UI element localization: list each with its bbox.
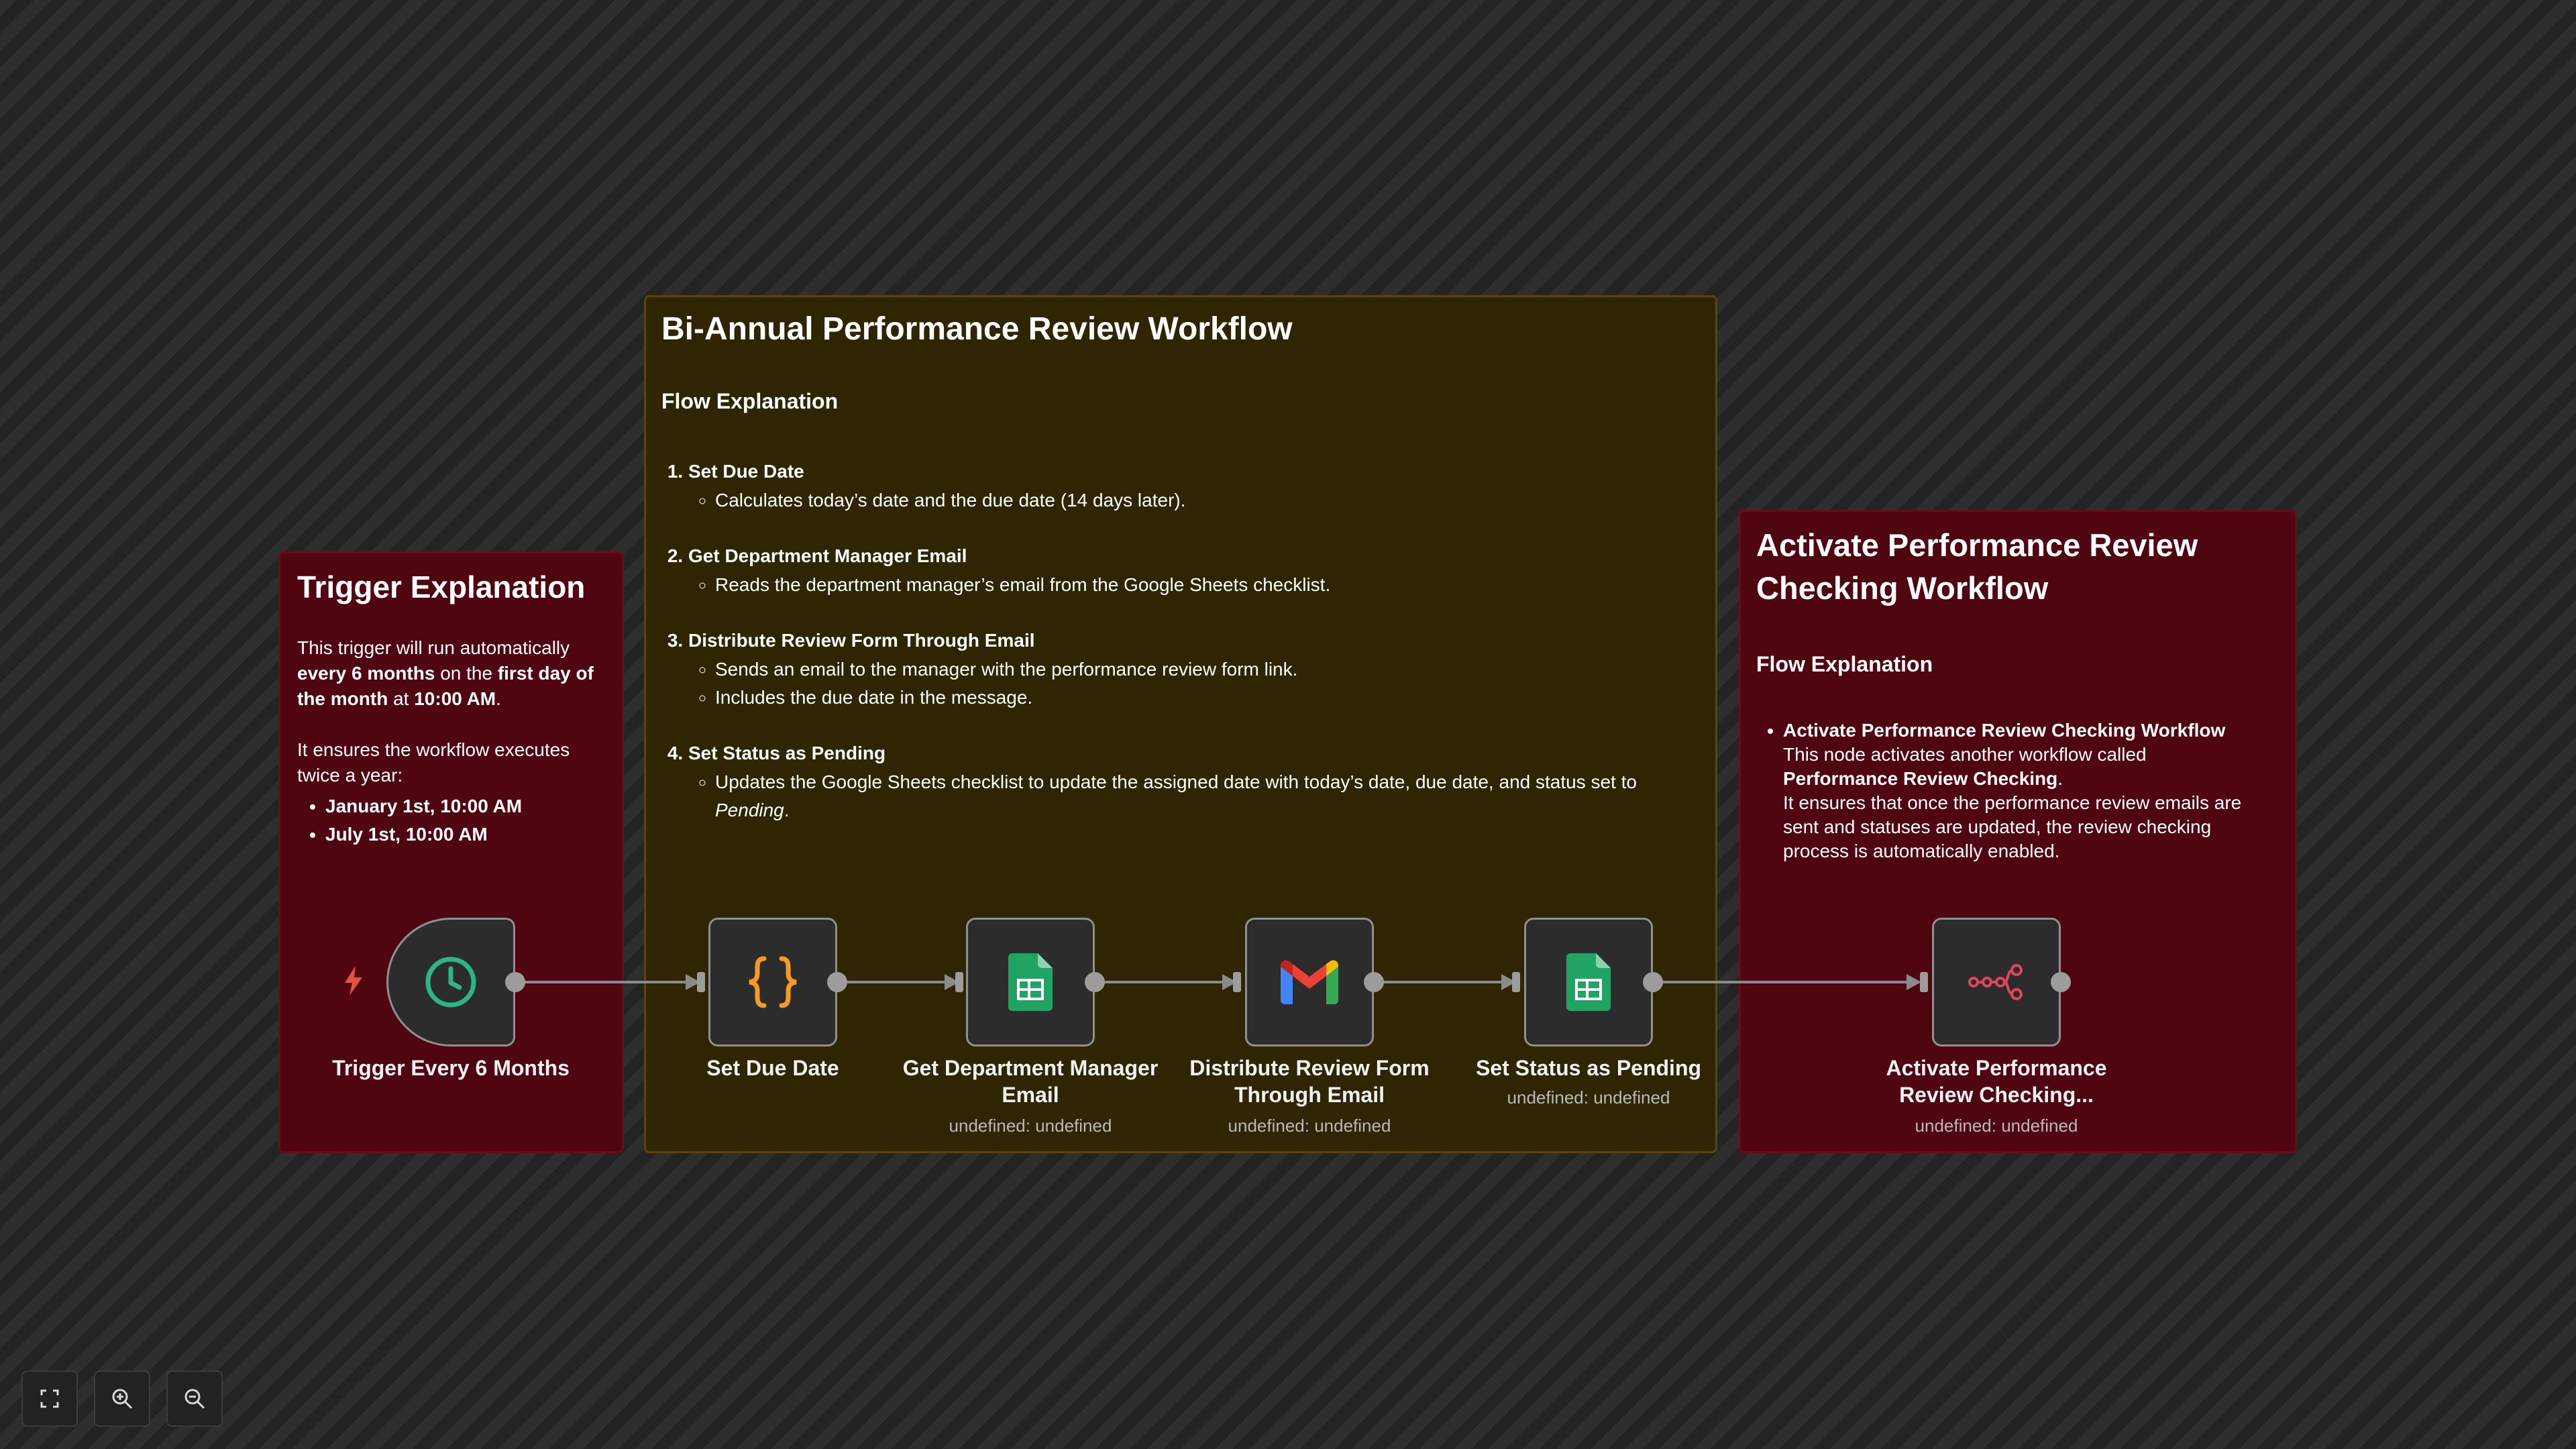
- flow-step: Set Due Date Calculates today’s date and…: [688, 458, 1700, 515]
- flow-steps-list: Set Due Date Calculates today’s date and…: [661, 458, 1700, 824]
- input-handle[interactable]: [955, 972, 963, 992]
- node-label: Set Status as Pending: [1475, 1056, 1702, 1080]
- node-set-status-as-pending[interactable]: [1524, 918, 1653, 1046]
- input-handle[interactable]: [1512, 972, 1520, 992]
- node-trigger-every-6-months[interactable]: [386, 918, 515, 1046]
- connection-line[interactable]: [525, 981, 686, 983]
- zoom-out-icon: [184, 1389, 205, 1409]
- trigger-note-title: Trigger Explanation: [297, 570, 586, 604]
- list-item: Activate Performance Review Checking Wor…: [1783, 718, 2279, 863]
- fit-view-button[interactable]: [21, 1371, 78, 1427]
- connection-line[interactable]: [1104, 981, 1236, 983]
- lightning-bolt-icon: [345, 966, 362, 996]
- node-activate-performance-review-checking[interactable]: [1932, 918, 2061, 1046]
- google-sheets-icon: [1008, 953, 1053, 1011]
- node-subtitle: undefined: undefined: [1915, 1116, 2078, 1136]
- output-handle[interactable]: [1085, 972, 1105, 992]
- list-item: January 1st, 10:00 AM: [325, 792, 605, 820]
- zoom-in-icon: [112, 1389, 133, 1409]
- flow-step: Distribute Review Form Through Email Sen…: [688, 627, 1700, 712]
- output-handle[interactable]: [1643, 972, 1663, 992]
- gmail-icon: [1281, 960, 1338, 1004]
- input-handle[interactable]: [1920, 972, 1928, 992]
- fit-view-icon: [40, 1389, 59, 1408]
- node-set-due-date[interactable]: [708, 918, 837, 1046]
- flow-explanation-heading: Flow Explanation: [661, 389, 839, 413]
- connection-line[interactable]: [847, 981, 958, 983]
- google-sheets-icon: [1566, 953, 1611, 1011]
- right-note-list: Activate Performance Review Checking Wor…: [1756, 718, 2279, 863]
- node-label: Get Department Manager Email: [902, 1056, 1159, 1107]
- node-subtitle: undefined: undefined: [1228, 1116, 1391, 1136]
- node-label: Activate Performance Review Checking...: [1886, 1056, 2107, 1107]
- zoom-out-button[interactable]: [166, 1371, 223, 1427]
- list-item: Calculates today’s date and the due date…: [715, 486, 1700, 515]
- connection-arrow: [1907, 974, 1921, 990]
- node-label: Set Due Date: [706, 1056, 839, 1080]
- trigger-schedule-list: January 1st, 10:00 AM July 1st, 10:00 AM: [297, 792, 605, 849]
- list-item: Reads the department manager’s email fro…: [715, 571, 1700, 599]
- trigger-note-paragraph-2: It ensures the workflow executes twice a…: [297, 739, 570, 786]
- node-distribute-review-form[interactable]: [1245, 918, 1374, 1046]
- list-item: Sends an email to the manager with the p…: [715, 655, 1700, 684]
- output-handle[interactable]: [2051, 972, 2071, 992]
- clock-icon: [425, 957, 476, 1008]
- workflow-share-icon: [1968, 964, 2023, 1000]
- connection-line[interactable]: [1662, 981, 1907, 983]
- node-get-department-manager-email[interactable]: [966, 918, 1095, 1046]
- list-item: July 1st, 10:00 AM: [325, 820, 605, 849]
- trigger-note-paragraph-1: This trigger will run automatically ever…: [297, 637, 594, 709]
- output-handle[interactable]: [505, 972, 525, 992]
- list-item: Updates the Google Sheets checklist to u…: [715, 768, 1700, 824]
- input-handle[interactable]: [697, 972, 705, 992]
- output-handle[interactable]: [1364, 972, 1384, 992]
- node-subtitle: undefined: undefined: [949, 1116, 1112, 1136]
- connection-line[interactable]: [1383, 981, 1515, 983]
- right-note-title: Activate Performance Review Checking Wor…: [1756, 527, 2198, 606]
- node-label: Trigger Every 6 Months: [332, 1056, 570, 1080]
- node-label: Distribute Review Form Through Email: [1189, 1056, 1430, 1107]
- list-item: Includes the due date in the message.: [715, 684, 1700, 712]
- output-handle[interactable]: [827, 972, 847, 992]
- input-handle[interactable]: [1233, 972, 1241, 992]
- zoom-in-button[interactable]: [94, 1371, 150, 1427]
- trigger-explanation-note[interactable]: Trigger Explanation This trigger will ru…: [278, 551, 624, 1153]
- flow-step: Set Status as Pending Updates the Google…: [688, 740, 1700, 824]
- code-braces-icon: [749, 956, 797, 1008]
- flow-step: Get Department Manager Email Reads the d…: [688, 543, 1700, 599]
- right-flow-explanation-heading: Flow Explanation: [1756, 652, 1933, 676]
- connection-arrow: [686, 974, 700, 990]
- main-note-title: Bi-Annual Performance Review Workflow: [661, 311, 1293, 347]
- node-subtitle: undefined: undefined: [1507, 1087, 1670, 1108]
